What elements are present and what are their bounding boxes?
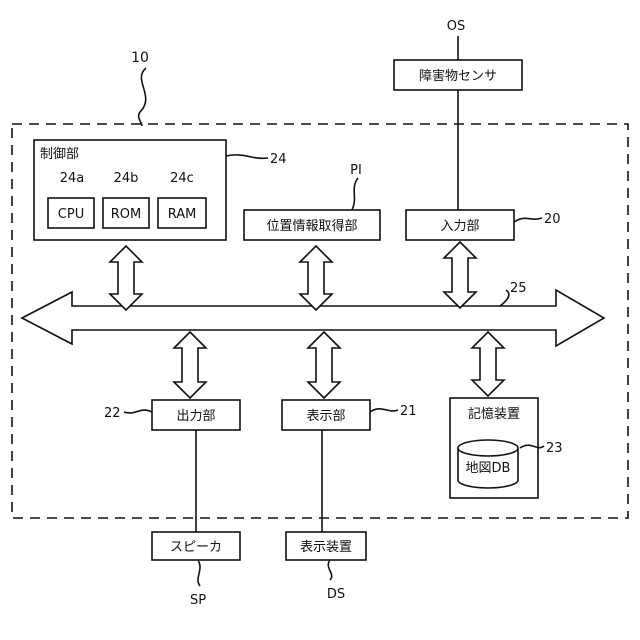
sp-label: SP xyxy=(190,593,206,608)
position-acquisition-label: 位置情報取得部 xyxy=(266,218,357,234)
control-leader-line xyxy=(226,155,268,158)
input-ref-label: 20 xyxy=(544,212,561,227)
storage-device-label: 記憶装置 xyxy=(468,406,520,422)
bus-ref-label: 25 xyxy=(510,281,527,296)
ram-ref-label: 24c xyxy=(170,171,194,186)
sp-leader-line xyxy=(198,560,200,586)
storage-ref-label: 23 xyxy=(546,441,563,456)
os-label: OS xyxy=(447,19,465,34)
control-bus-arrow xyxy=(110,246,142,310)
ram-label: RAM xyxy=(168,207,197,222)
cpu-ref-label: 24a xyxy=(60,171,85,186)
output-bus-arrow xyxy=(174,332,206,398)
display-bus-arrow xyxy=(308,332,340,398)
device-leader-line xyxy=(139,68,146,126)
cpu-label: CPU xyxy=(58,207,84,222)
obstacle-sensor-label: 障害物センサ xyxy=(419,68,497,84)
output-leader-line xyxy=(124,410,152,413)
input-bus-arrow xyxy=(444,242,476,308)
speaker-label: スピーカ xyxy=(170,540,222,555)
position-bus-arrow xyxy=(300,246,332,310)
rom-label: ROM xyxy=(111,207,141,222)
rom-ref-label: 24b xyxy=(114,171,139,186)
control-ref-label: 24 xyxy=(270,152,287,167)
bus-leader-line xyxy=(500,290,509,306)
storage-bus-arrow xyxy=(472,332,504,396)
output-unit-label: 出力部 xyxy=(176,409,215,424)
ds-leader-line xyxy=(328,560,331,580)
map-db-label: 地図DB xyxy=(466,461,511,476)
display-device-label: 表示装置 xyxy=(300,540,352,555)
output-ref-label: 22 xyxy=(104,406,121,421)
display-ref-label: 21 xyxy=(400,404,417,419)
control-unit-label: 制御部 xyxy=(40,147,79,162)
device-ref-label: 10 xyxy=(131,50,149,66)
pi-label: PI xyxy=(350,163,362,178)
display-unit-label: 表示部 xyxy=(306,409,345,424)
display-leader-line xyxy=(370,409,398,412)
pi-leader-line xyxy=(352,178,358,210)
input-leader-line xyxy=(514,218,542,222)
input-unit-label: 入力部 xyxy=(440,219,479,234)
ds-label: DS xyxy=(327,587,345,602)
